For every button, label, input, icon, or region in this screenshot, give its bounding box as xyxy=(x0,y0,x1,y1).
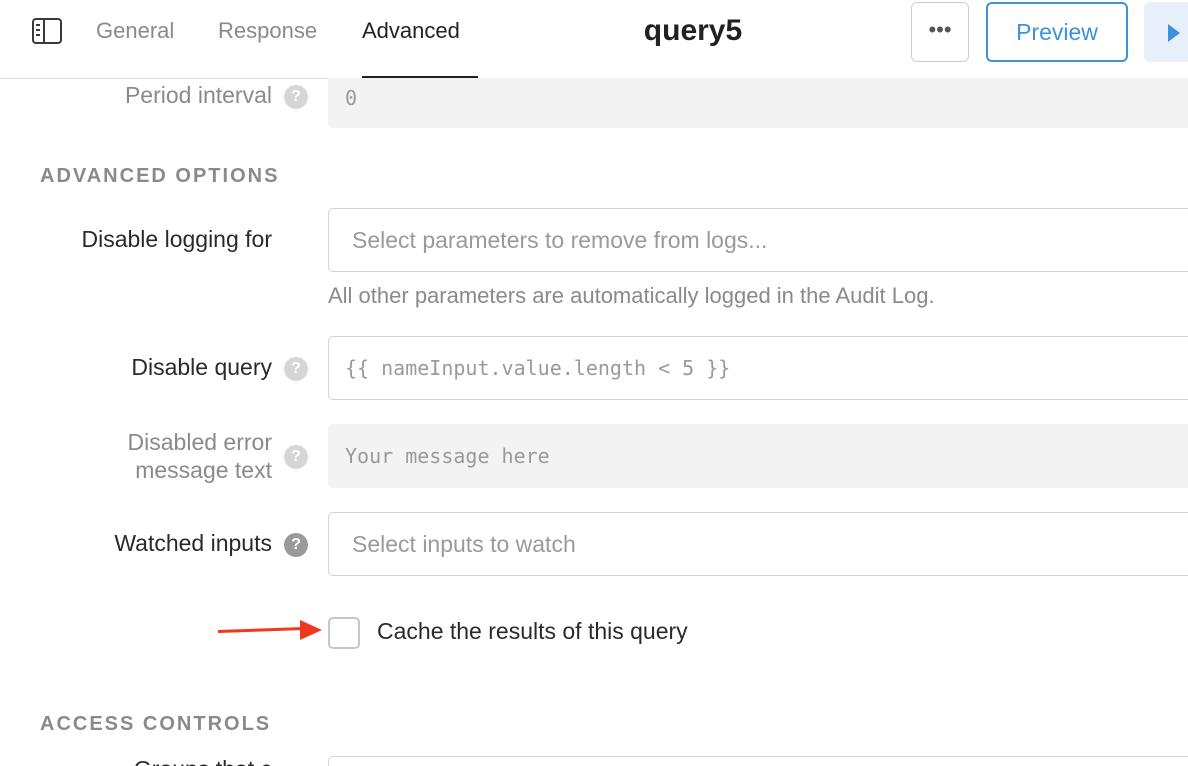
watched-inputs-select[interactable]: Select inputs to watch xyxy=(328,512,1188,576)
tab-advanced[interactable]: Advanced xyxy=(362,18,460,43)
disable-query-label: Disable query xyxy=(131,354,272,380)
access-controls-heading: ACCESS CONTROLS xyxy=(40,713,272,735)
tab-general[interactable]: General xyxy=(96,18,175,43)
disabled-error-message-input[interactable]: Your message here xyxy=(328,424,1188,488)
help-icon[interactable]: ? xyxy=(284,357,308,381)
run-button[interactable] xyxy=(1144,2,1188,62)
help-icon[interactable]: ? xyxy=(284,533,308,557)
disable-query-input[interactable]: {{ nameInput.value.length < 5 }} xyxy=(328,336,1188,400)
period-interval-field[interactable]: 0 xyxy=(328,78,1188,128)
cache-results-checkbox[interactable] xyxy=(328,617,360,649)
query-editor-header: General Response Advanced query5 ••• Pre… xyxy=(0,0,1188,79)
preview-button[interactable]: Preview xyxy=(986,2,1128,62)
query-name-title[interactable]: query5 xyxy=(643,14,743,47)
help-icon[interactable]: ? xyxy=(284,445,308,469)
help-icon[interactable]: ? xyxy=(284,85,308,109)
period-interval-label: Period interval xyxy=(124,82,272,108)
advanced-options-heading: ADVANCED OPTIONS xyxy=(40,165,280,187)
annotation-arrow xyxy=(217,626,304,633)
cache-results-label[interactable]: Cache the results of this query xyxy=(377,618,688,644)
annotation-arrowhead xyxy=(300,620,322,640)
access-groups-label: Groups that c xyxy=(134,756,272,766)
play-icon xyxy=(1168,24,1180,42)
disable-logging-hint: All other parameters are automatically l… xyxy=(328,283,935,308)
more-options-button[interactable]: ••• xyxy=(911,2,969,62)
access-groups-select[interactable] xyxy=(328,756,1188,766)
active-tab-indicator xyxy=(362,76,478,79)
disable-logging-select[interactable]: Select parameters to remove from logs... xyxy=(328,208,1188,272)
tab-response[interactable]: Response xyxy=(218,18,318,43)
disabled-error-label: Disabled error message text xyxy=(127,429,272,483)
disable-logging-label: Disable logging for xyxy=(81,226,272,252)
watched-inputs-label: Watched inputs xyxy=(114,530,272,556)
sidebar-toggle-icon[interactable] xyxy=(32,18,62,44)
